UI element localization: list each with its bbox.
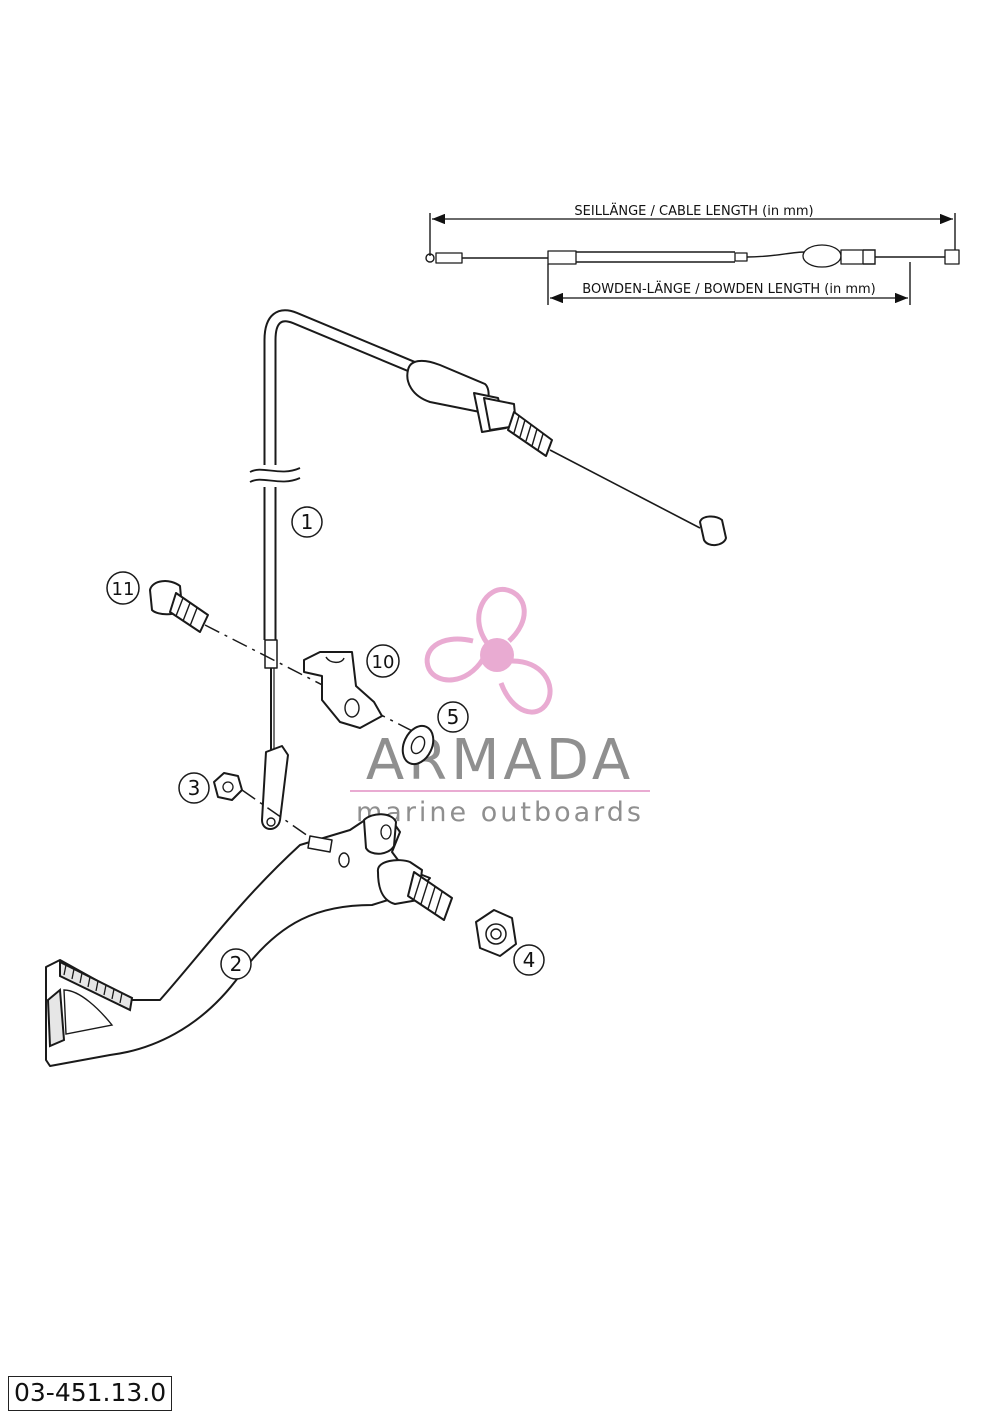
part-2-brake-pedal bbox=[45, 813, 453, 1067]
callout-4-label: 4 bbox=[523, 948, 536, 972]
callout-4: 4 bbox=[513, 944, 545, 976]
part-4-nut bbox=[475, 909, 517, 957]
cable-length-label: SEILLÄNGE / CABLE LENGTH (in mm) bbox=[574, 203, 813, 219]
callout-3: 3 bbox=[178, 772, 210, 804]
part-3-nut bbox=[213, 772, 309, 837]
callout-11-label: 11 bbox=[112, 579, 135, 600]
callout-3-label: 3 bbox=[188, 776, 201, 800]
callout-1-label: 1 bbox=[301, 510, 314, 534]
propeller-icon bbox=[424, 587, 553, 715]
callout-5-label: 5 bbox=[447, 705, 460, 729]
drawing-number: 03-451.13.0 bbox=[8, 1376, 173, 1411]
armada-watermark: ARMADA marine outboards bbox=[350, 587, 650, 828]
part-10-bracket bbox=[303, 651, 383, 729]
part-5-washer bbox=[401, 724, 435, 766]
cable-dimension-schematic: SEILLÄNGE / CABLE LENGTH (in mm) BOWDEN-… bbox=[425, 203, 960, 305]
callout-10-label: 10 bbox=[372, 652, 395, 673]
callout-5: 5 bbox=[437, 701, 469, 733]
callout-1: 1 bbox=[291, 506, 323, 538]
callout-2: 2 bbox=[220, 948, 252, 980]
callout-2-label: 2 bbox=[230, 952, 243, 976]
callout-11: 11 bbox=[106, 571, 140, 605]
bowden-length-label: BOWDEN-LÄNGE / BOWDEN LENGTH (in mm) bbox=[582, 281, 875, 297]
callout-10: 10 bbox=[366, 644, 400, 678]
part-11-bolt bbox=[149, 580, 431, 741]
brand-tagline: marine outboards bbox=[356, 797, 644, 828]
